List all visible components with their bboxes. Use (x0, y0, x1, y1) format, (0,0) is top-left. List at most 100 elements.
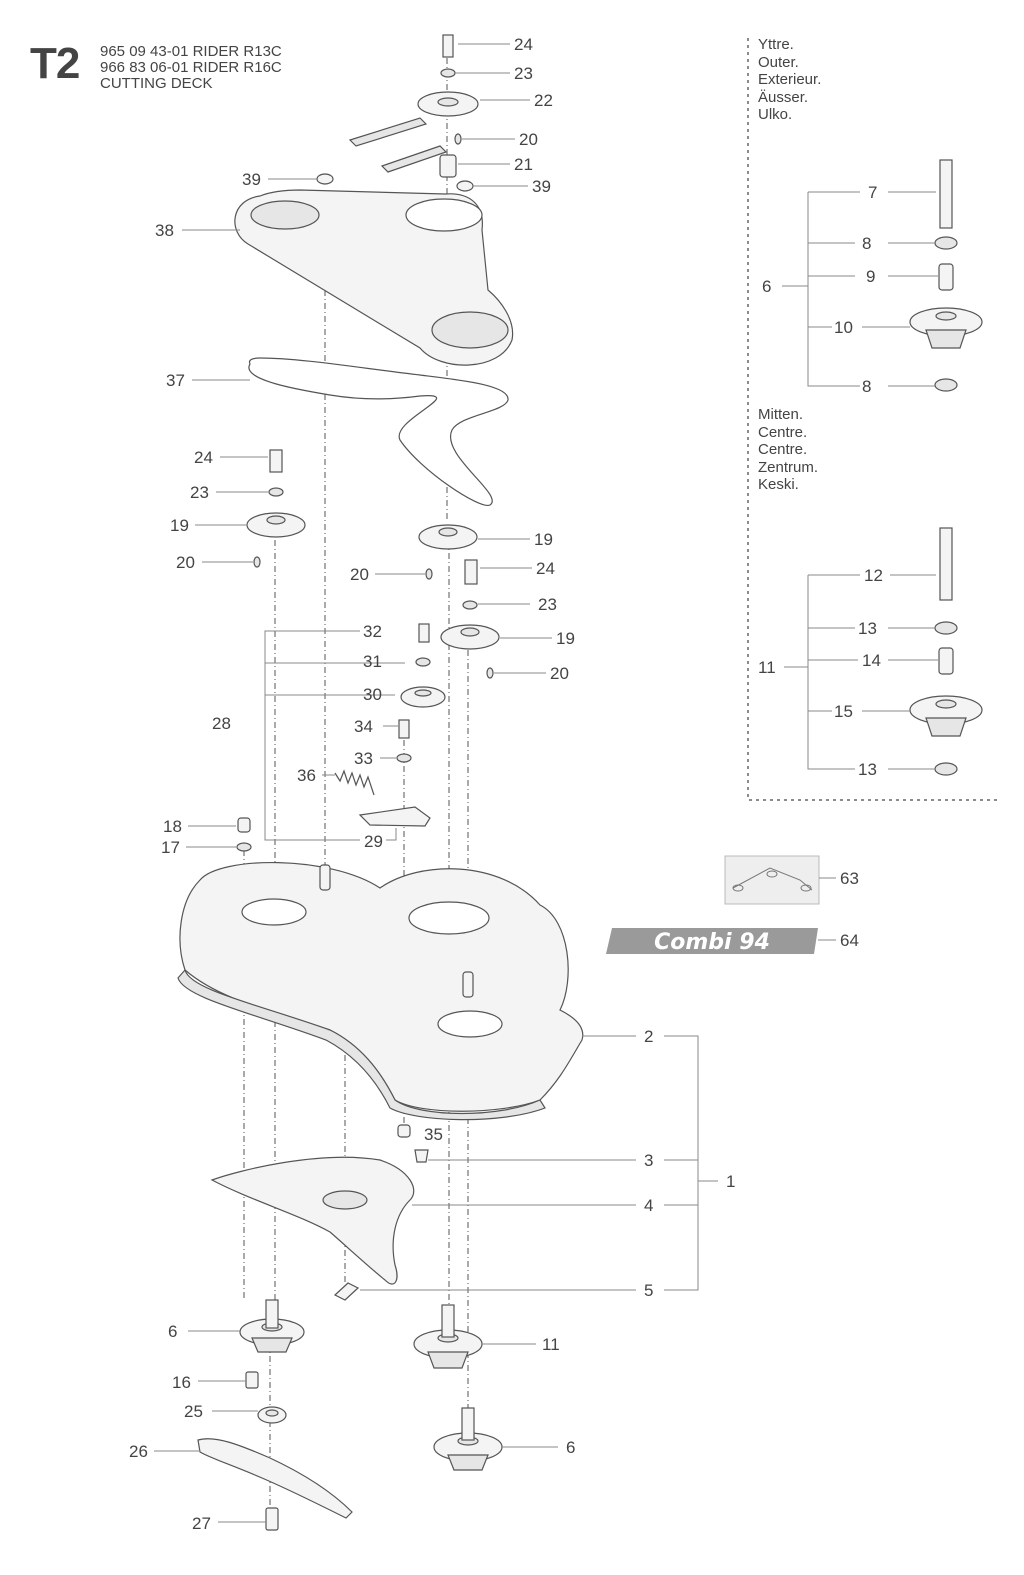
callout-27: 27 (192, 1514, 211, 1533)
cutting-deck-housing (179, 861, 584, 1112)
bearing-25-bore (265, 1409, 279, 1417)
callout-6: 6 (168, 1322, 177, 1341)
idler-pulley-30 (400, 686, 446, 708)
deck-stud (319, 864, 331, 891)
region-middle-line: Mitten. (758, 406, 804, 423)
bolt-top (442, 34, 454, 58)
pulley-right (440, 624, 500, 650)
callout-6: 6 (566, 1438, 575, 1457)
leader-lines (154, 43, 938, 1523)
pulley-left (246, 512, 306, 538)
region-outer-line: Yttre. (758, 36, 794, 53)
drive-belt (248, 357, 509, 506)
callout-19: 19 (170, 516, 189, 535)
callout-7: 7 (868, 183, 877, 202)
model-line-r16c: 966 83 06-01 RIDER R16C (100, 59, 282, 76)
callout-17: 17 (161, 838, 180, 857)
deck-stud-2 (462, 971, 474, 998)
region-outer-line: Äusser. (758, 88, 809, 106)
belt-strip-1 (348, 117, 428, 147)
callout-10: 10 (834, 318, 853, 337)
washer-17 (236, 842, 252, 852)
callout-63: 63 (840, 869, 859, 888)
callout-16: 16 (172, 1373, 191, 1392)
deck-spindle-hole-center (408, 901, 490, 935)
callout-25: 25 (184, 1402, 203, 1421)
callout-24: 24 (194, 448, 213, 467)
callout-13: 13 (858, 760, 877, 779)
callout-5: 5 (644, 1281, 653, 1300)
callout-11: 11 (758, 658, 776, 677)
deck-rim (177, 968, 546, 1121)
deck-spindle-hole-left (241, 898, 307, 926)
callout-22: 22 (534, 91, 553, 110)
washer-left (268, 487, 284, 497)
washer-31 (415, 657, 431, 667)
callout-32: 32 (363, 622, 382, 641)
key-top (454, 133, 462, 145)
blade-26 (197, 1438, 353, 1519)
callout-20: 20 (176, 553, 195, 572)
callout-1: 1 (726, 1172, 735, 1191)
callout-3: 3 (644, 1151, 653, 1170)
idler-pulley-30-hub (414, 689, 432, 697)
key-center (425, 568, 433, 580)
callout-26: 26 (129, 1442, 148, 1461)
key-left (253, 556, 261, 568)
pulley-right-hub (460, 627, 480, 637)
callout-36: 36 (297, 766, 316, 785)
region-middle-line: Zentrum. (758, 458, 819, 476)
callout-28: 28 (212, 714, 231, 733)
callout-20: 20 (550, 664, 569, 683)
pulley-center (418, 524, 478, 550)
callout-35: 35 (424, 1125, 443, 1144)
pulley-center-hub (438, 527, 458, 537)
combi-94-badge-label: Combi 94 (654, 930, 770, 955)
callout-8: 8 (862, 234, 871, 253)
callout-29: 29 (364, 832, 383, 851)
callout-21: 21 (514, 155, 533, 174)
washer-top (440, 68, 456, 78)
combi-94-badge: Combi 94 (606, 928, 818, 955)
callout-23: 23 (514, 64, 533, 83)
belt-cover-opening (405, 198, 483, 232)
bolt-3 (414, 1149, 429, 1163)
callout-64: 64 (840, 931, 859, 950)
callout-37: 37 (166, 371, 185, 390)
spindle-center-11 (413, 1304, 483, 1369)
callout-11: 11 (542, 1335, 560, 1354)
callout-24: 24 (536, 559, 555, 578)
callout-20: 20 (519, 130, 538, 149)
callout-18: 18 (163, 817, 182, 836)
region-label-outer: Yttre. Outer. Exterieur. Äusser. Ulko. (758, 36, 821, 124)
callout-38: 38 (155, 221, 174, 240)
nut-35 (397, 1124, 411, 1138)
callout-19: 19 (534, 530, 553, 549)
callout-4: 4 (644, 1196, 653, 1215)
guard-plate (210, 1156, 415, 1285)
region-outer-line: Ulko. (758, 106, 793, 123)
section-title: CUTTING DECK (100, 75, 213, 92)
washer-right (462, 600, 478, 610)
model-line-r13c: 965 09 43-01 RIDER R13C (100, 43, 282, 60)
spindle-right-6 (433, 1407, 503, 1471)
callout-31: 31 (363, 652, 382, 671)
belt-strip-2 (380, 145, 448, 173)
callout-2: 2 (644, 1027, 653, 1046)
detail-outer-spindle (909, 159, 983, 392)
callout-6: 6 (762, 277, 771, 296)
bolt-27 (265, 1507, 279, 1531)
tension-arm-29 (358, 806, 431, 827)
callout-14: 14 (862, 651, 881, 670)
callout-20: 20 (350, 565, 369, 584)
deck-spindle-hole-right (437, 1010, 503, 1038)
callout-numbers: 24 23 22 20 21 39 39 38 37 24 23 19 20 1… (129, 35, 883, 1533)
screw-39-left (316, 173, 334, 185)
bolt-34 (398, 719, 410, 739)
callout-15: 15 (834, 702, 853, 721)
belt-cover-boss-right (431, 311, 509, 349)
bolt-16 (245, 1371, 259, 1389)
callout-23: 23 (190, 483, 209, 502)
region-outer-line: Outer. (758, 53, 799, 71)
